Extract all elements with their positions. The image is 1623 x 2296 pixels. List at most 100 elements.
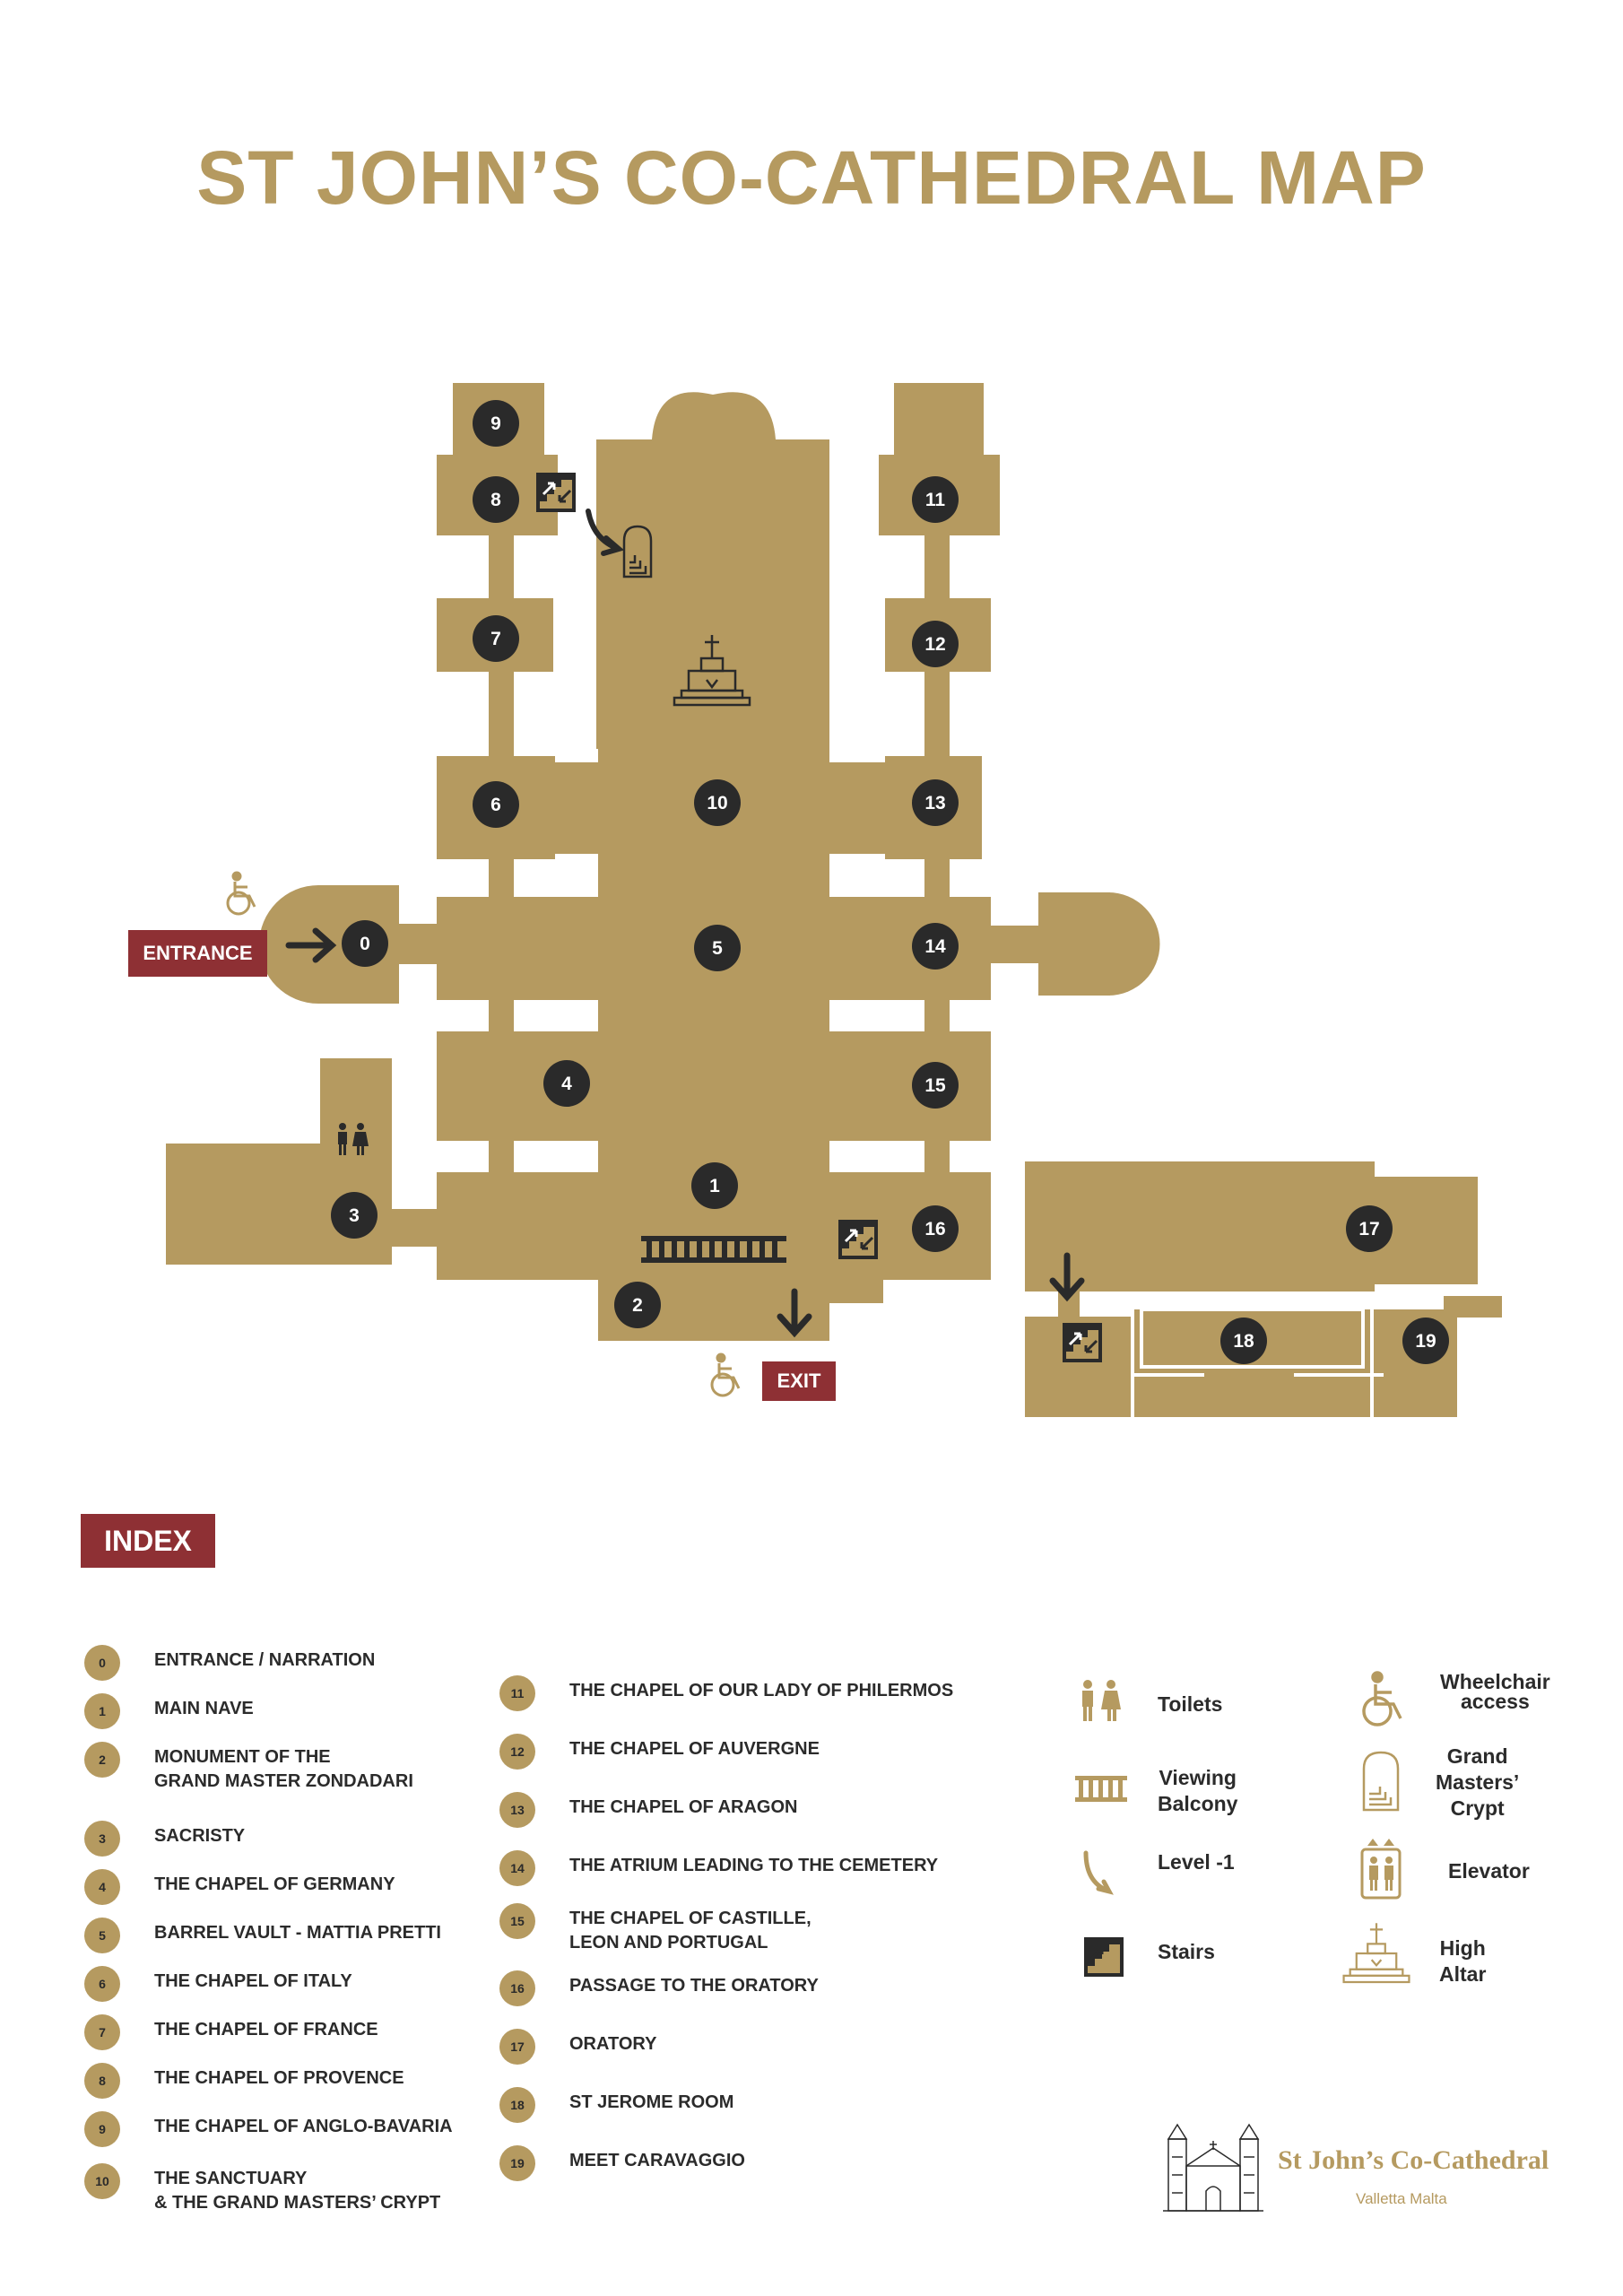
- index-badge: 11: [499, 1675, 535, 1711]
- legend-stairs: Stairs: [1072, 1926, 1341, 1998]
- index-badge: 12: [499, 1734, 535, 1770]
- svg-text:17: 17: [1358, 1219, 1379, 1239]
- marker-7[interactable]: 7: [473, 615, 519, 662]
- index-badge: 19: [499, 2145, 535, 2181]
- marker-12[interactable]: 12: [912, 621, 959, 667]
- legend-label: Wheelchair access: [1440, 1670, 1550, 1713]
- index-label: THE CHAPEL OF ANGLO-BAVARIA: [154, 2117, 453, 2136]
- marker-17[interactable]: 17: [1346, 1205, 1393, 1252]
- index-badge: 7: [84, 2014, 120, 2050]
- index-badge: 6: [84, 1966, 120, 2002]
- marker-9[interactable]: 9: [473, 400, 519, 447]
- index-label: THE CHAPEL OF PROVENCE: [154, 2068, 404, 2088]
- marker-14[interactable]: 14: [912, 923, 959, 970]
- index-label: ENTRANCE / NARRATION: [154, 1650, 376, 1670]
- toilets-icon: [1082, 1680, 1121, 1721]
- elevator-icon: [1360, 1839, 1402, 1900]
- stairs-icon: [837, 1218, 880, 1261]
- marker-10[interactable]: 10: [694, 779, 741, 826]
- svg-text:6: 6: [490, 795, 501, 815]
- index-label: MAIN NAVE: [154, 1699, 254, 1718]
- entrance-arrow-icon: [285, 927, 337, 963]
- logo-place: Valletta Malta: [1356, 2190, 1447, 2207]
- index-badge: 15: [499, 1903, 535, 1939]
- toilets-icon: [338, 1123, 369, 1155]
- index-badge: 0: [84, 1645, 120, 1681]
- index-badge: 14: [499, 1850, 535, 1886]
- stairs-down-arrow-icon: [1049, 1252, 1085, 1302]
- marker-2[interactable]: 2: [614, 1282, 661, 1328]
- entrance-label: ENTRANCE: [128, 930, 267, 977]
- index-badge: 10: [84, 2163, 120, 2199]
- index-badge: 17: [499, 2029, 535, 2065]
- marker-1[interactable]: 1: [691, 1162, 738, 1209]
- index-label: ST JEROME ROOM: [569, 2092, 734, 2112]
- wheelchair-icon: [710, 1352, 741, 1397]
- svg-text:8: 8: [490, 490, 501, 510]
- building-footprint: [166, 383, 1502, 1417]
- legend-label: Elevator: [1448, 1859, 1530, 1883]
- legend-label: Stairs: [1158, 1940, 1215, 1963]
- index-badge: 9: [84, 2111, 120, 2147]
- index-label: BARREL VAULT - MATTIA PRETTI: [154, 1923, 441, 1943]
- level-minus-one-icon: [1083, 1850, 1114, 1895]
- index-label: THE SANCTUARY & THE GRAND MASTERS’ CRYPT: [154, 2169, 441, 2213]
- index-badge: 13: [499, 1792, 535, 1828]
- viewing-balcony-icon: [641, 1236, 786, 1263]
- marker-4[interactable]: 4: [543, 1060, 590, 1107]
- index-label: THE CHAPEL OF GERMANY: [154, 1874, 395, 1894]
- svg-text:19: 19: [1415, 1331, 1436, 1352]
- legend-label: Toilets: [1158, 1692, 1223, 1716]
- marker-11[interactable]: 11: [912, 476, 959, 523]
- svg-text:4: 4: [561, 1074, 572, 1094]
- index-label: PASSAGE TO THE ORATORY: [569, 1976, 819, 1996]
- svg-text:3: 3: [349, 1205, 360, 1226]
- marker-6[interactable]: 6: [473, 781, 519, 828]
- marker-16[interactable]: 16: [912, 1205, 959, 1252]
- index-label: THE ATRIUM LEADING TO THE CEMETERY: [569, 1856, 939, 1875]
- index-badge: 8: [84, 2063, 120, 2099]
- legend-grand-masters-crypt: Grand Masters’ Crypt: [1350, 1744, 1619, 1821]
- legend-elevator: Elevator: [1350, 1837, 1619, 1909]
- svg-text:11: 11: [925, 490, 946, 510]
- marker-3[interactable]: 3: [331, 1192, 378, 1239]
- index-badge: 5: [84, 1918, 120, 1953]
- wheelchair-icon: [226, 871, 256, 916]
- marker-13[interactable]: 13: [912, 779, 959, 826]
- stairs-icon: [534, 471, 577, 514]
- svg-text:15: 15: [924, 1075, 946, 1096]
- legend-label: Level -1: [1158, 1850, 1235, 1874]
- svg-text:18: 18: [1233, 1331, 1254, 1352]
- marker-5[interactable]: 5: [694, 925, 741, 971]
- high-altar-icon: [673, 635, 751, 707]
- legend-label: Viewing Balcony: [1158, 1766, 1238, 1815]
- exit-label: EXIT: [762, 1361, 836, 1401]
- index-label: THE CHAPEL OF ITALY: [154, 1971, 352, 1991]
- wheelchair-icon: [1362, 1671, 1402, 1726]
- index-label: THE CHAPEL OF CASTILLE, LEON AND PORTUGA…: [569, 1909, 812, 1952]
- svg-text:0: 0: [360, 934, 370, 954]
- index-badge: 4: [84, 1869, 120, 1905]
- svg-text:13: 13: [924, 793, 945, 813]
- marker-19[interactable]: 19: [1402, 1318, 1449, 1364]
- stairs-icon: [1084, 1937, 1124, 1977]
- legend-wheelchair: Wheelchair access: [1354, 1670, 1623, 1742]
- stairs-icon: [1061, 1321, 1104, 1364]
- page-title: ST JOHN’S CO-CATHEDRAL MAP: [196, 135, 1427, 220]
- index-label: THE CHAPEL OF FRANCE: [154, 2020, 378, 2039]
- legend-level-minus-one: Level -1: [1072, 1846, 1341, 1918]
- svg-text:9: 9: [490, 413, 501, 434]
- index-badge: 3: [84, 1821, 120, 1857]
- svg-text:10: 10: [707, 793, 727, 813]
- index-label: THE CHAPEL OF OUR LADY OF PHILERMOS: [569, 1681, 954, 1700]
- marker-18[interactable]: 18: [1220, 1318, 1267, 1364]
- marker-0[interactable]: 0: [342, 920, 388, 967]
- index-label: MONUMENT OF THE GRAND MASTER ZONDADARI: [154, 1747, 413, 1791]
- cathedral-logo: [1163, 2123, 1263, 2212]
- legend-toilets: Toilets: [1072, 1675, 1341, 1747]
- svg-text:12: 12: [924, 634, 945, 655]
- index-heading: INDEX: [81, 1514, 215, 1568]
- marker-8[interactable]: 8: [473, 476, 519, 523]
- marker-15[interactable]: 15: [912, 1062, 959, 1109]
- viewing-balcony-icon: [1075, 1776, 1127, 1802]
